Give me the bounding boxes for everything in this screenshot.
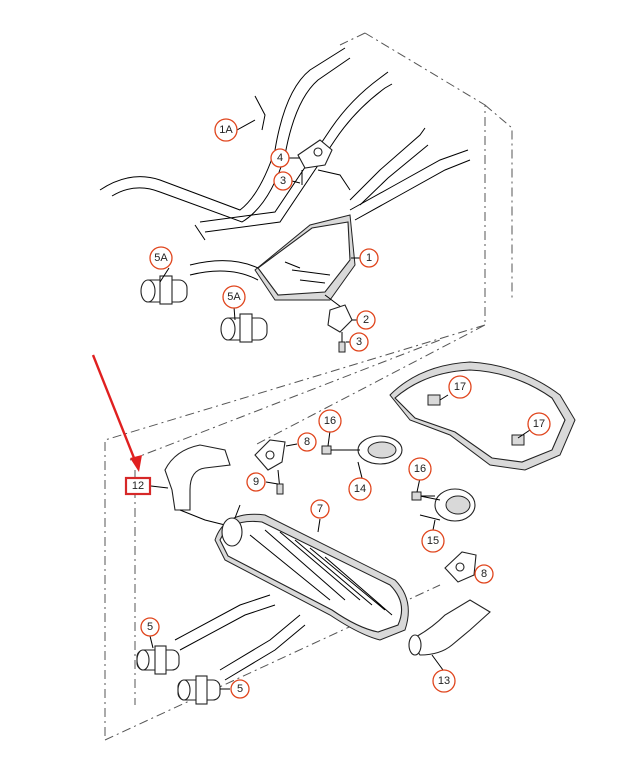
- svg-text:13: 13: [438, 675, 450, 687]
- callout-15: 15: [421, 529, 445, 553]
- connecting-pipe-12: [164, 444, 231, 526]
- clamp-5A-upper: [140, 275, 188, 305]
- callout-3-upper: 3: [273, 171, 293, 191]
- callout-17-left: 17: [448, 375, 472, 399]
- callout-14: 14: [348, 477, 372, 501]
- callouts: 1A 4 3 5A 1 5A 2 3 17 17 16 8 9 14 16 7 …: [140, 118, 551, 699]
- callout-1A: 1A: [214, 118, 238, 142]
- svg-text:5A: 5A: [154, 252, 168, 264]
- hanger-bracket-4: [297, 139, 333, 185]
- svg-text:14: 14: [354, 483, 366, 495]
- svg-text:1A: 1A: [219, 124, 233, 136]
- dashed-frames: [104, 32, 513, 741]
- end-pipe-13: [408, 599, 491, 656]
- callout-13: 13: [432, 669, 456, 693]
- svg-text:5A: 5A: [227, 291, 241, 303]
- svg-text:1: 1: [366, 252, 372, 264]
- front-silencer: [189, 214, 356, 311]
- callout-3-lower: 3: [349, 332, 369, 352]
- svg-text:8: 8: [304, 436, 310, 448]
- callout-17-right: 17: [527, 412, 551, 436]
- callout-8-lower: 8: [474, 564, 494, 584]
- bracket-2: [327, 304, 353, 353]
- svg-text:4: 4: [277, 152, 283, 164]
- front-pipes: [99, 47, 471, 241]
- tailpipe-trim-15: [414, 488, 476, 522]
- svg-text:5: 5: [237, 683, 243, 695]
- bolts-16: [321, 445, 435, 501]
- svg-text:5: 5: [147, 621, 153, 633]
- svg-text:17: 17: [533, 418, 545, 430]
- rear-pipes: [174, 594, 306, 681]
- bracket-8-upper: [254, 439, 286, 495]
- tailpipe-trim-14: [345, 435, 403, 479]
- svg-text:7: 7: [317, 503, 323, 515]
- highlight-arrow: [91, 354, 142, 472]
- callout-1: 1: [359, 248, 379, 268]
- callout-9: 9: [246, 472, 266, 492]
- svg-text:17: 17: [454, 381, 466, 393]
- clamp-5A-lower: [220, 313, 268, 343]
- svg-text:16: 16: [324, 415, 336, 427]
- svg-text:8: 8: [481, 568, 487, 580]
- callout-2: 2: [356, 310, 376, 330]
- leader-lines: [149, 119, 531, 690]
- svg-text:2: 2: [363, 314, 369, 326]
- callout-5-upper: 5: [140, 617, 160, 637]
- svg-text:9: 9: [253, 476, 259, 488]
- bracket-8-lower: [444, 551, 477, 583]
- callout-4: 4: [270, 148, 290, 168]
- clamp-5-upper: [136, 645, 180, 675]
- rear-silencer: [214, 504, 409, 641]
- clamp-5-lower: [177, 675, 221, 705]
- highlighted-label: 12: [132, 480, 144, 492]
- highlighted-callout-12: 12: [124, 476, 152, 496]
- svg-text:3: 3: [280, 175, 286, 187]
- callout-5A-lower: 5A: [222, 285, 246, 309]
- svg-text:15: 15: [427, 535, 439, 547]
- svg-text:3: 3: [356, 336, 362, 348]
- callout-16-lower: 16: [408, 457, 432, 481]
- svg-text:16: 16: [414, 463, 426, 475]
- heat-shield: [389, 361, 576, 471]
- callout-7: 7: [310, 499, 330, 519]
- callout-16-upper: 16: [318, 409, 342, 433]
- callout-5-lower: 5: [230, 679, 250, 699]
- callout-5A-upper: 5A: [149, 246, 173, 270]
- callout-8-upper: 8: [297, 432, 317, 452]
